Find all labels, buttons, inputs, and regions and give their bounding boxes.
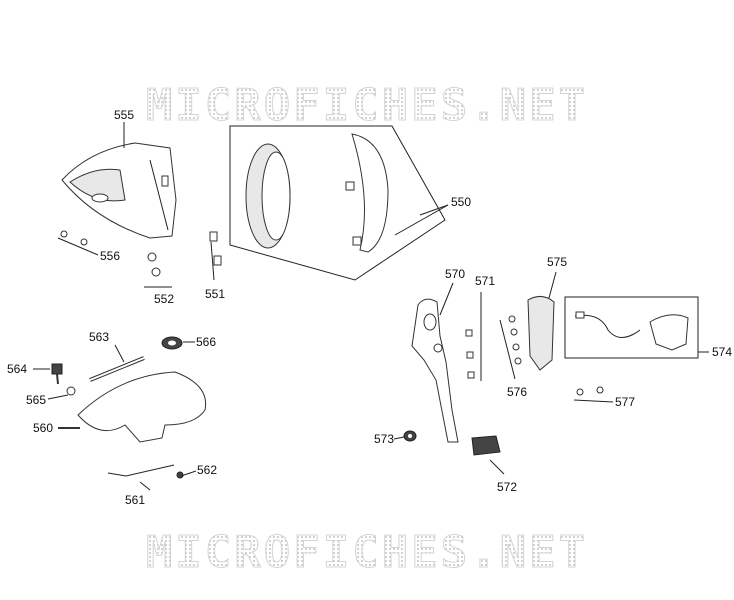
part-577-screws bbox=[573, 386, 614, 403]
part-555-headlight-housing bbox=[61, 142, 177, 239]
callout-551: 551 bbox=[205, 287, 225, 301]
part-572-reflector bbox=[471, 435, 505, 475]
part-551-fasteners bbox=[209, 231, 222, 281]
callout-573: 573 bbox=[374, 432, 394, 446]
part-574-wiring-kit bbox=[564, 296, 699, 359]
callout-570: 570 bbox=[445, 267, 465, 281]
leader-lines bbox=[33, 122, 709, 477]
callout-556: 556 bbox=[100, 249, 120, 263]
callout-550: 550 bbox=[451, 195, 471, 209]
part-563-bracket-rod bbox=[89, 344, 145, 382]
callout-572: 572 bbox=[497, 480, 517, 494]
callout-labels: 555 550 556 551 552 563 566 564 565 560 … bbox=[7, 108, 732, 507]
part-576-screws bbox=[499, 315, 522, 380]
part-573-nut bbox=[403, 430, 417, 442]
callout-566: 566 bbox=[196, 335, 216, 349]
callout-560: 560 bbox=[33, 421, 53, 435]
callout-576: 576 bbox=[507, 385, 527, 399]
part-575-lamp-housing bbox=[527, 271, 557, 371]
watermark-bottom: MICROFICHES.NET bbox=[0, 527, 734, 579]
part-550-headlight-assembly bbox=[229, 125, 446, 281]
callout-571: 571 bbox=[475, 274, 495, 288]
part-552-screws bbox=[144, 252, 172, 288]
callout-561: 561 bbox=[125, 493, 145, 507]
callout-574: 574 bbox=[712, 345, 732, 359]
watermark-top: MICROFICHES.NET bbox=[0, 80, 734, 132]
part-561-bracket bbox=[107, 464, 175, 491]
part-556-screws bbox=[60, 230, 88, 246]
callout-562: 562 bbox=[197, 463, 217, 477]
callout-577: 577 bbox=[615, 395, 635, 409]
part-562-screw bbox=[176, 471, 184, 479]
callout-552: 552 bbox=[154, 292, 174, 306]
part-564-bolt bbox=[51, 363, 63, 385]
part-560-cover bbox=[58, 371, 207, 443]
part-570-bracket bbox=[411, 298, 459, 443]
callout-565: 565 bbox=[26, 393, 46, 407]
callout-563: 563 bbox=[89, 330, 109, 344]
callout-575: 575 bbox=[547, 255, 567, 269]
part-565-nut bbox=[66, 386, 76, 396]
callout-555: 555 bbox=[114, 108, 134, 122]
part-571-bolts bbox=[465, 292, 482, 381]
part-566-gasket bbox=[161, 336, 183, 350]
callout-564: 564 bbox=[7, 362, 27, 376]
